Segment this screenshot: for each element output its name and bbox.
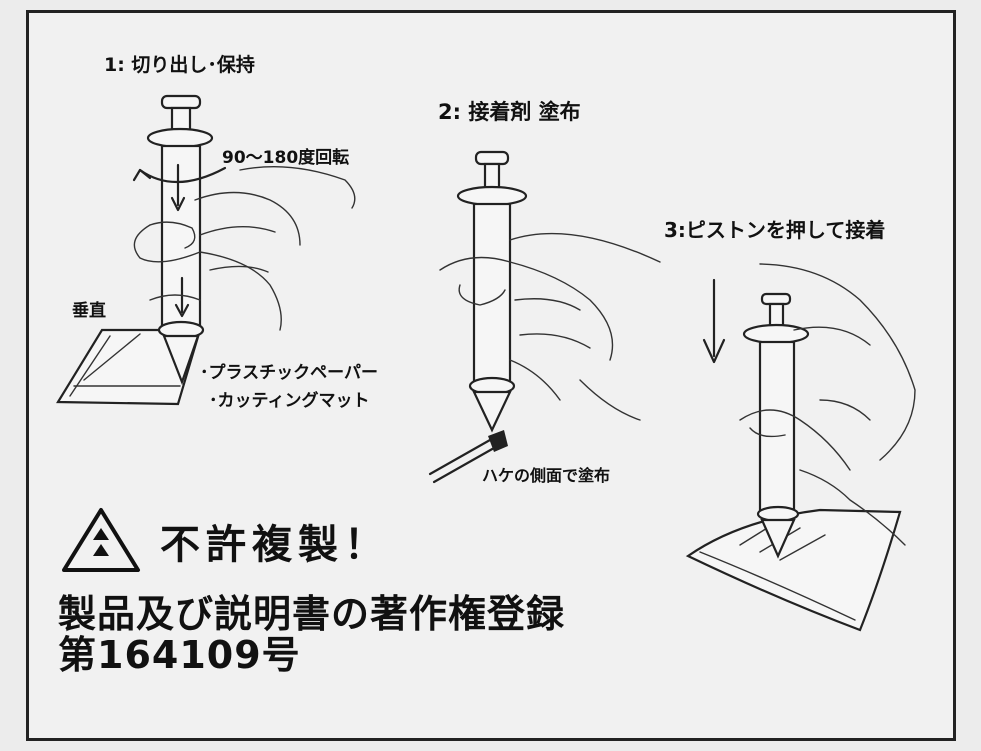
step1-tool-illustration — [56, 94, 356, 406]
vertical-annotation: 垂直 — [72, 301, 106, 321]
copyright-line-1: 製品及び説明書の著作権登録 — [58, 592, 566, 636]
no-copy-warning: 不許複製！ — [160, 522, 390, 568]
step2-title: 2: 接着剤 塗布 — [438, 100, 581, 124]
step3-title: 3:ピストンを押して接着 — [664, 218, 886, 242]
rotation-annotation: 90～180度回転 — [222, 148, 350, 168]
step3-tool-illustration — [685, 263, 916, 632]
brush-annotation: ハケの側面で塗布 — [482, 466, 611, 485]
plastic-paper-annotation: ･プラスチックペーパー — [200, 363, 378, 383]
step2-tool-illustration — [428, 150, 661, 484]
bent-paper-sheet — [685, 508, 902, 632]
panel-divider — [26, 738, 956, 741]
copyright-line-2: 第164109号 — [58, 633, 301, 677]
step1-title: 1: 切り出し･保持 — [104, 54, 255, 76]
cutting-mat-annotation: ･カッティングマット — [209, 391, 370, 411]
warning-triangle-icon — [62, 508, 140, 572]
